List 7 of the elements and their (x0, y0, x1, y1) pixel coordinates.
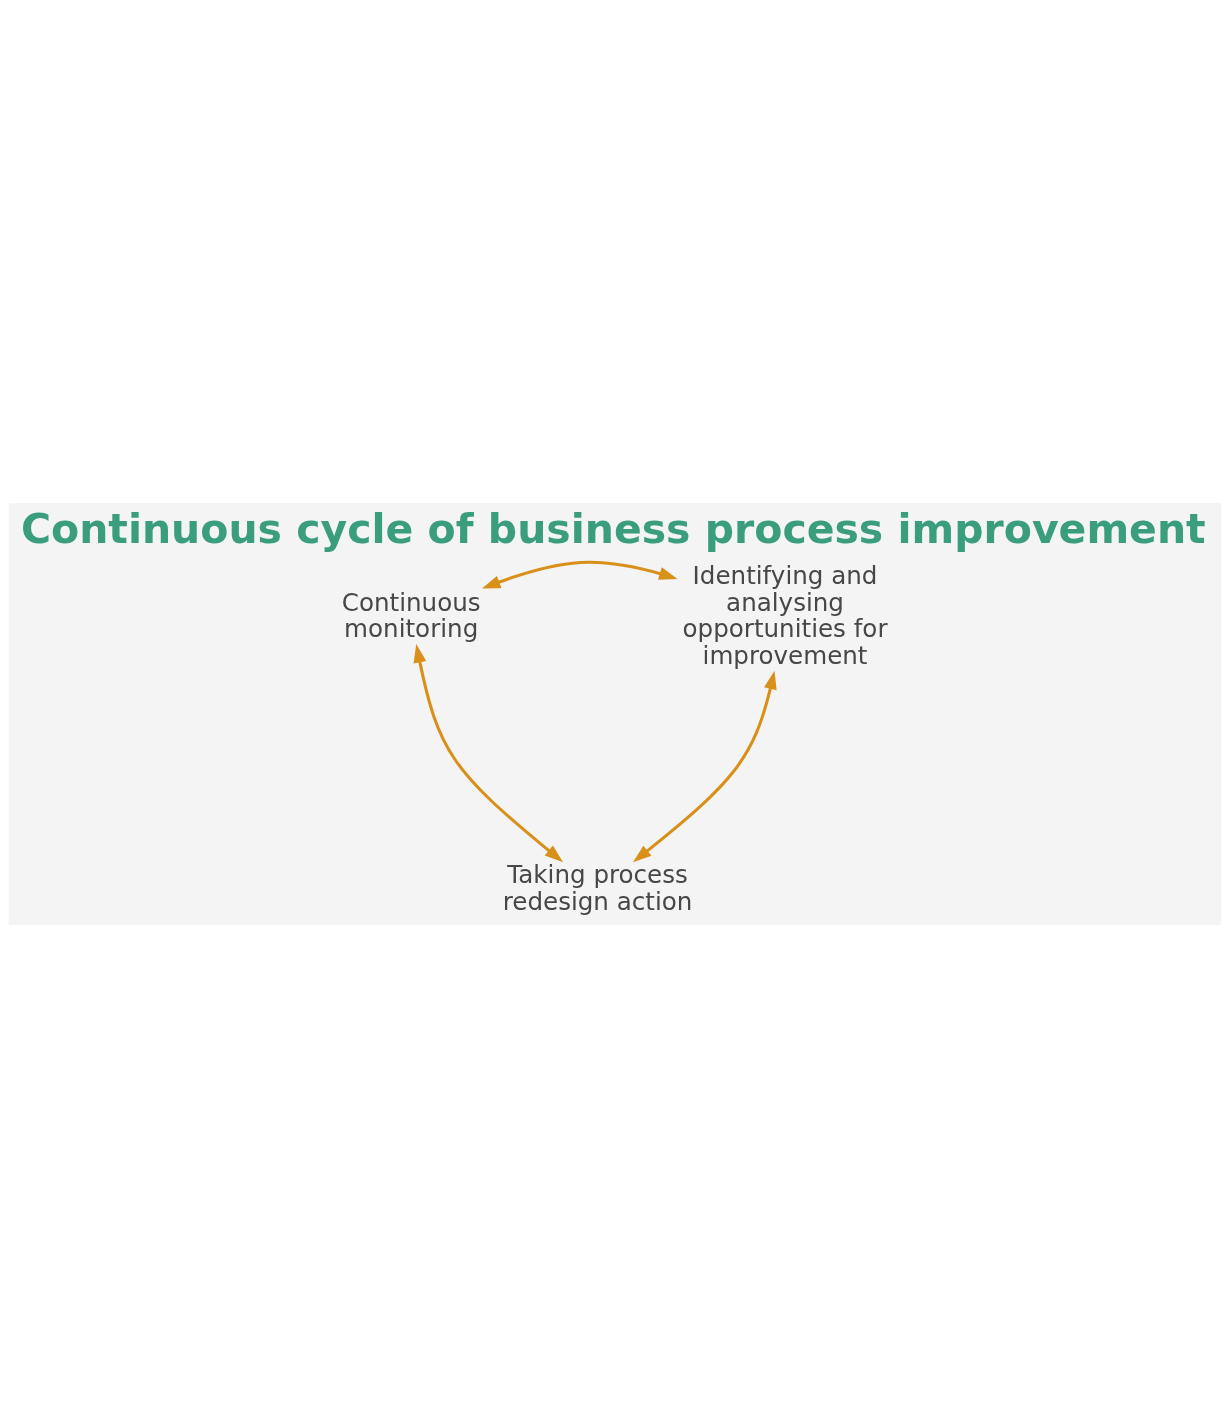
node-text: Taking process redesign action (502, 860, 693, 916)
arrow (413, 644, 564, 863)
diagram-title: Continuous cycle of business process improvement (20, 504, 1206, 553)
arrow (481, 560, 678, 589)
arrow (632, 670, 777, 863)
node-text: Continuous monitoring (341, 587, 481, 644)
node-text: Identifying and analysing opportunities for improvement (682, 561, 888, 671)
